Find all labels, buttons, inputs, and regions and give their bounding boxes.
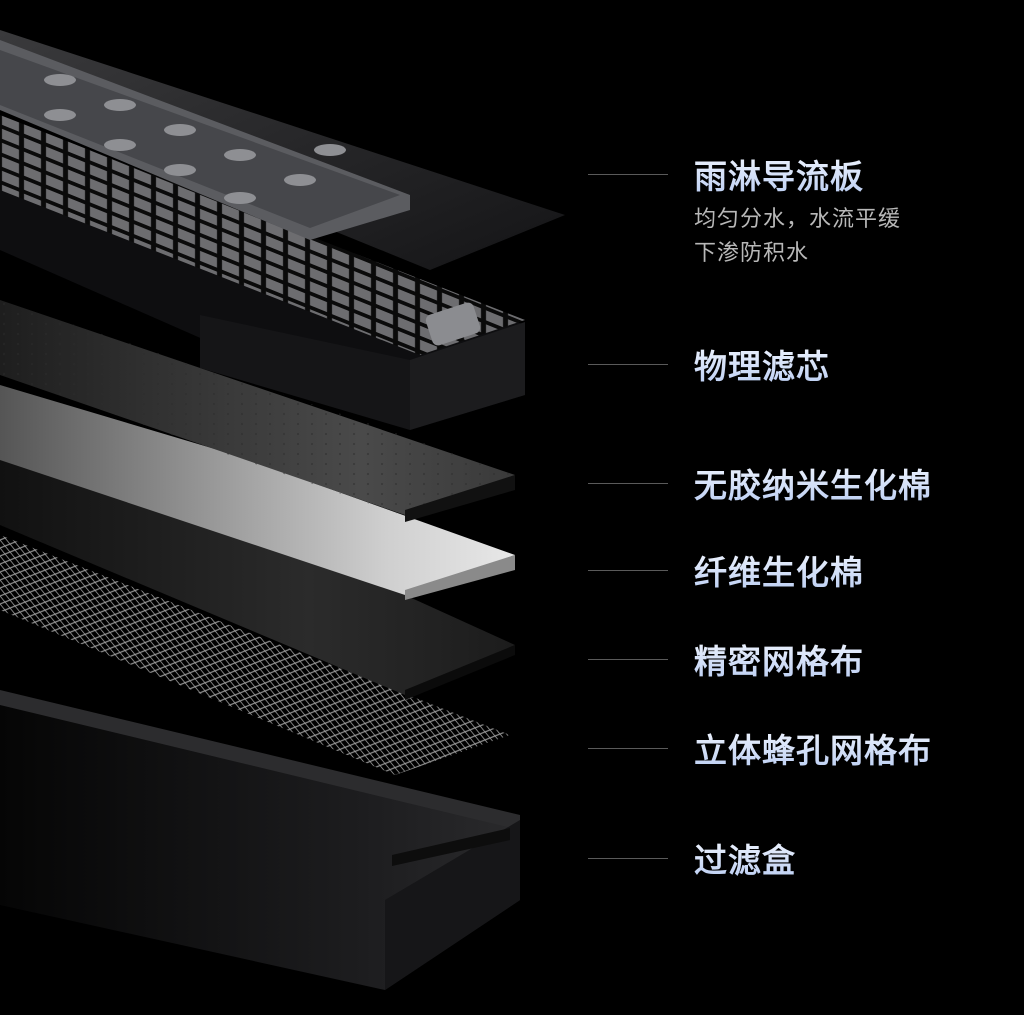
label-honeycomb-mesh: 立体蜂孔网格布 (694, 724, 932, 772)
label-fiber-cotton: 纤维生化棉 (694, 546, 864, 594)
leader-line (588, 857, 668, 859)
honeycomb-mesh-shape (0, 535, 510, 775)
label-nano-cotton: 无胶纳米生化棉 (694, 459, 932, 507)
physical-filter-shape (0, 115, 525, 430)
callout-precision-mesh: 精密网格布 (588, 635, 864, 683)
leader-line (588, 363, 668, 365)
rain-guide-shape (0, 30, 565, 270)
callout-rain-guide: 雨淋导流板 (588, 150, 864, 198)
callout-fiber-cotton: 纤维生化棉 (588, 546, 864, 594)
callout-physical-filter: 物理滤芯 (588, 340, 830, 388)
leader-line (588, 173, 668, 175)
callout-filter-box: 过滤盒 (588, 834, 796, 882)
callout-nano-cotton: 无胶纳米生化棉 (588, 459, 932, 507)
leader-line (588, 747, 668, 749)
rain-guide-desc-1: 均匀分水，水流平缓 (694, 207, 902, 232)
leader-line (588, 482, 668, 484)
leader-line (588, 569, 668, 571)
fiber-cotton-shape (0, 385, 515, 600)
label-filter-box: 过滤盒 (694, 834, 796, 882)
label-physical-filter: 物理滤芯 (694, 340, 830, 388)
precision-mesh-shape (0, 450, 515, 700)
filter-box-shape (0, 690, 520, 990)
callout-honeycomb-mesh: 立体蜂孔网格布 (588, 724, 932, 772)
leader-line (588, 658, 668, 660)
rain-guide-desc-2: 下渗防积水 (694, 241, 810, 266)
label-precision-mesh: 精密网格布 (694, 635, 864, 683)
label-rain-guide: 雨淋导流板 (694, 150, 864, 198)
